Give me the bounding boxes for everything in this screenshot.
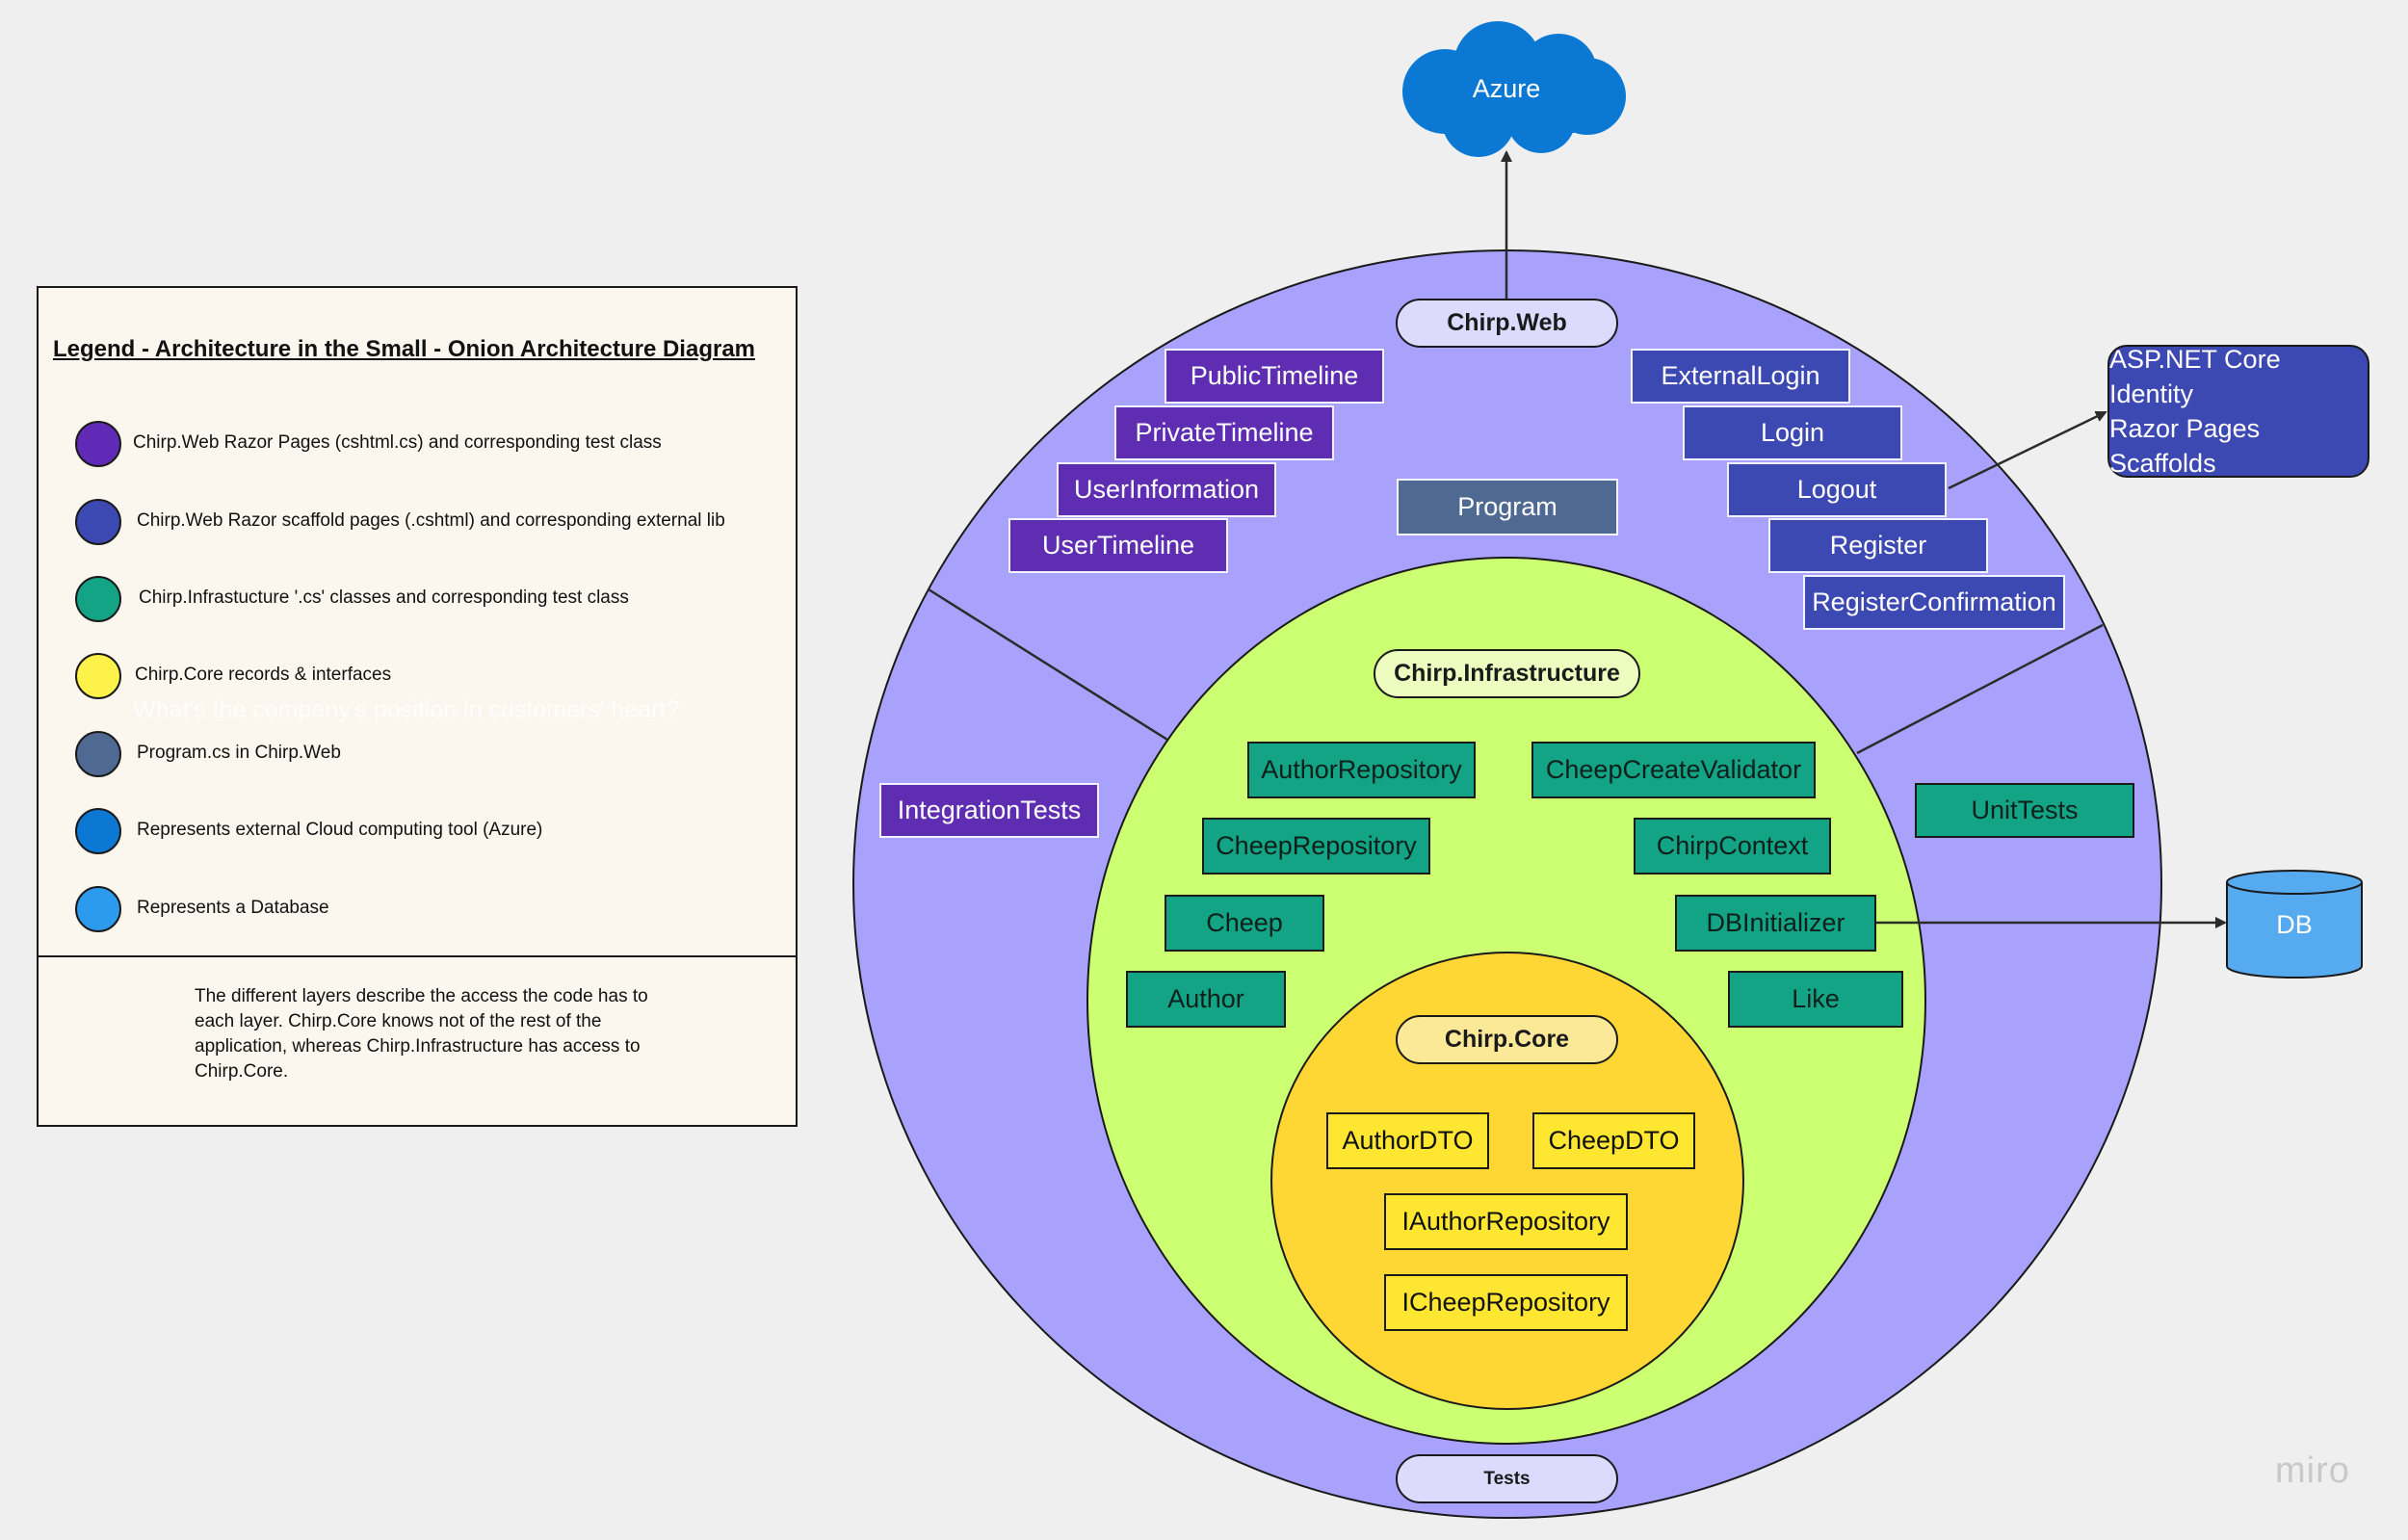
legend-dot-teal — [75, 576, 121, 622]
unit-tests-box: UnitTests — [1915, 783, 2134, 838]
scaffold-page-register-confirmation: RegisterConfirmation — [1803, 575, 2065, 630]
razor-page-public-timeline: PublicTimeline — [1165, 349, 1384, 404]
iauthor-repository-box: IAuthorRepository — [1384, 1193, 1628, 1250]
legend-item-scaffold-pages: Chirp.Web Razor scaffold pages (.cshtml)… — [75, 499, 788, 547]
legend-item-label: Represents a Database — [137, 898, 329, 918]
legend-item-core: Chirp.Core records & interfaces — [75, 653, 788, 701]
scaffold-page-login: Login — [1683, 405, 1902, 460]
azure-cloud-icon — [1402, 21, 1626, 157]
legend-item-razor-pages: Chirp.Web Razor Pages (cshtml.cs) and co… — [75, 421, 788, 469]
author-box: Author — [1126, 971, 1286, 1028]
razor-page-private-timeline: PrivateTimeline — [1114, 405, 1334, 460]
cheep-box: Cheep — [1165, 895, 1324, 952]
db-label: DB — [2276, 910, 2313, 939]
web-section-divider-left — [928, 587, 1168, 742]
chirp-core-label: Chirp.Core — [1396, 1015, 1618, 1064]
razor-page-user-timeline: UserTimeline — [1008, 518, 1228, 573]
scaffold-page-logout: Logout — [1727, 462, 1947, 517]
legend-dot-navy — [75, 499, 121, 545]
legend-title: Legend - Architecture in the Small - Oni… — [53, 336, 756, 362]
scaffold-page-external-login: ExternalLogin — [1631, 349, 1850, 404]
legend-item-label: Represents external Cloud computing tool… — [137, 820, 543, 840]
legend-dot-purple — [75, 421, 121, 467]
legend-item-label: Chirp.Core records & interfaces — [135, 665, 392, 685]
legend-item-infrastructure: Chirp.Infrastucture '.cs' classes and co… — [75, 576, 788, 624]
program-box: Program — [1397, 479, 1618, 535]
aspnet-arrow — [1948, 410, 2107, 490]
cheep-repository-box: CheepRepository — [1202, 818, 1430, 874]
miro-watermark: miro — [2275, 1450, 2350, 1491]
legend-item-label: Chirp.Web Razor scaffold pages (.cshtml)… — [137, 510, 725, 531]
like-box: Like — [1728, 971, 1903, 1028]
cheep-create-validator-box: CheepCreateValidator — [1531, 742, 1816, 798]
author-dto-box: AuthorDTO — [1326, 1112, 1489, 1169]
scaffold-page-register: Register — [1768, 518, 1988, 573]
cheep-dto-box: CheepDTO — [1532, 1112, 1695, 1169]
legend-item-label: Chirp.Infrastucture '.cs' classes and co… — [139, 587, 629, 608]
legend-item-label: Program.cs in Chirp.Web — [137, 743, 341, 763]
author-repository-box: AuthorRepository — [1247, 742, 1476, 798]
aspnet-line-2: Razor Pages Scaffolds — [2109, 414, 2261, 478]
chirp-web-label: Chirp.Web — [1396, 299, 1618, 348]
legend-dot-yellow — [75, 653, 121, 699]
legend-item-program: Program.cs in Chirp.Web — [75, 731, 788, 779]
icheep-repository-box: ICheepRepository — [1384, 1274, 1628, 1331]
database-icon — [2226, 870, 2363, 979]
tests-label: Tests — [1396, 1454, 1618, 1503]
legend-item-label: Chirp.Web Razor Pages (cshtml.cs) and co… — [133, 432, 662, 453]
legend-dot-slate — [75, 731, 121, 777]
legend-dot-blue — [75, 808, 121, 854]
chirp-infrastructure-label: Chirp.Infrastructure — [1374, 649, 1640, 698]
azure-label: Azure — [1473, 74, 1541, 103]
legend-note: The different layers describe the access… — [195, 986, 648, 1082]
legend-panel: Legend - Architecture in the Small - Oni… — [37, 286, 798, 1127]
legend-item-database: Represents a Database — [75, 886, 788, 934]
razor-page-user-information: UserInformation — [1057, 462, 1276, 517]
aspnet-identity-box: ASP.NET Core Identity Razor Pages Scaffo… — [2107, 345, 2369, 478]
overlay-text: What's the company's position in custome… — [133, 696, 680, 723]
legend-dot-light-blue — [75, 886, 121, 932]
integration-tests-box: IntegrationTests — [879, 783, 1099, 838]
chirp-context-box: ChirpContext — [1634, 818, 1831, 874]
legend-item-azure: Represents external Cloud computing tool… — [75, 808, 788, 856]
db-initializer-box: DBInitializer — [1675, 895, 1876, 952]
web-section-divider-right — [1856, 623, 2104, 755]
aspnet-line-1: ASP.NET Core Identity — [2109, 345, 2281, 408]
legend-divider — [39, 955, 796, 957]
